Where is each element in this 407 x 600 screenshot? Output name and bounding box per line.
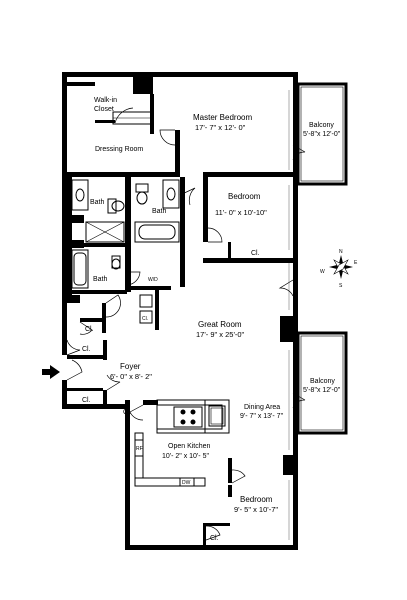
- open-kitchen-dims: 10'- 2" x 10'- 5": [162, 453, 209, 460]
- foyer-closet-2-label: Cl.: [82, 397, 91, 404]
- open-kitchen-name: Open Kitchen: [168, 443, 211, 450]
- walk-in-closet-label-1: Walk-in: [94, 97, 117, 104]
- dressing-room-name: Dressing Room: [95, 146, 143, 153]
- balcony-bottom-name: Balcony: [310, 378, 335, 385]
- bath-3-name: Bath: [93, 276, 108, 283]
- dishwasher-label: DW: [182, 480, 191, 486]
- master-bedroom-dims: 17'- 7" x 12'- 0": [195, 123, 246, 132]
- fixtures: [71, 179, 226, 487]
- great-room-name: Great Room: [198, 320, 242, 329]
- bedroom-2-closet-label: Cl.: [210, 535, 219, 542]
- compass-rose-icon: N S E W: [320, 249, 358, 289]
- bedroom-1-dims: 11'- 0" x 10'-10": [215, 208, 267, 217]
- hall-closet-2-label: Cl.: [142, 316, 148, 322]
- hall-closet-label: Cl.: [85, 326, 94, 333]
- bath-1-name: Bath: [90, 199, 105, 206]
- bedroom-1-name: Bedroom: [228, 192, 261, 201]
- foyer-closet-1-label: Cl.: [82, 346, 91, 353]
- walk-in-closet-label-2: Closet: [94, 106, 114, 113]
- wd-label: W/D: [148, 277, 158, 283]
- kitchen-closet-label: Cl.: [123, 409, 132, 416]
- balcony-top-name: Balcony: [309, 122, 334, 129]
- master-bedroom-name: Master Bedroom: [193, 113, 252, 122]
- doors: [66, 107, 306, 541]
- compass-s: S: [339, 283, 343, 289]
- great-room-dims: 17'- 9" x 25'-0": [196, 330, 245, 339]
- entry-arrow-icon: [42, 365, 60, 379]
- bedroom-1-closet-label: Cl.: [251, 250, 260, 257]
- balcony-bottom-outline: [296, 331, 348, 435]
- compass-e: E: [354, 260, 358, 266]
- compass-n: N: [339, 249, 343, 255]
- interior-walls: [67, 82, 293, 548]
- room-labels: Walk-in Closet Master Bedroom 17'- 7" x …: [82, 97, 341, 542]
- bedroom-2-name: Bedroom: [240, 495, 273, 504]
- compass-w: W: [320, 269, 325, 275]
- dining-area-name: Dining Area: [244, 404, 280, 411]
- balcony-top-dims: 5'-8"x 12'-0": [303, 131, 341, 138]
- foyer-dims: 6'- 0" x 8'- 2": [110, 372, 152, 381]
- balcony-top-outline: [296, 82, 348, 186]
- foyer-name: Foyer: [120, 362, 141, 371]
- dining-area-dims: 9'- 7" x 13'- 7": [240, 413, 284, 420]
- refrigerator-label: RF: [136, 446, 143, 452]
- bath-2-name: Bath: [152, 208, 167, 215]
- bedroom-2-dims: 9'- 5" x 10'-7": [234, 505, 278, 514]
- balcony-bottom-dims: 5'-8"x 12'-0": [303, 387, 341, 394]
